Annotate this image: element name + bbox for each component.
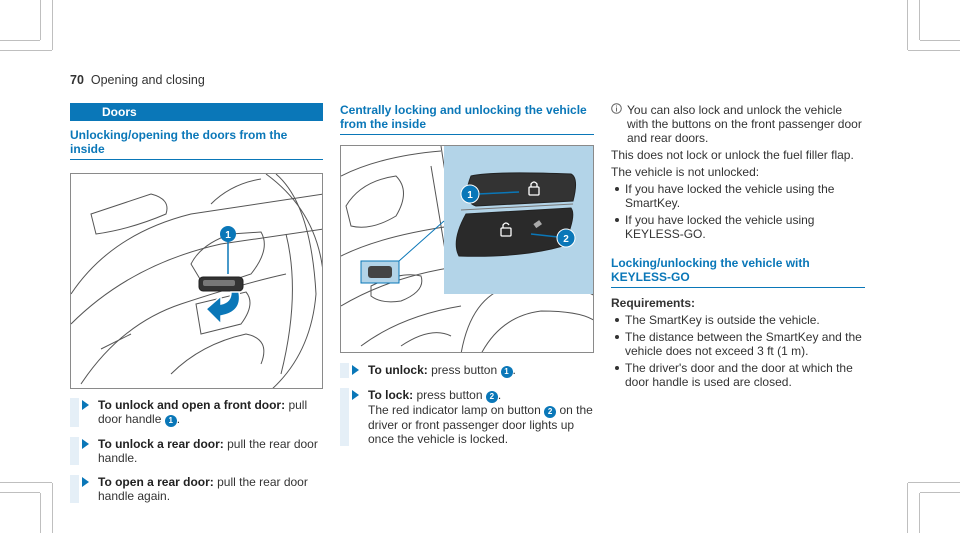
step-arrow-icon (82, 477, 89, 487)
crop-mark (0, 50, 52, 51)
page-header: 70 Opening and closing (70, 73, 205, 87)
step-open-rear-door: To open a rear door: pull the rear door … (70, 475, 323, 503)
fuel-flap-text: This does not lock or unlock the fuel fi… (611, 148, 854, 162)
crop-mark (920, 40, 960, 41)
list-item: If you have locked the vehicle using the… (611, 182, 865, 210)
crop-mark (907, 483, 908, 533)
section-bar-doors: Doors (70, 103, 323, 121)
crop-mark (0, 40, 40, 41)
door-handle-illustration: 1 (70, 173, 323, 389)
info-note: You can also lock and unlock the vehicle… (611, 103, 865, 145)
callout-1: 1 (467, 190, 473, 201)
step-lock: To lock: press button 2. The red indicat… (340, 388, 594, 446)
door-panel-drawing: 1 2 (341, 146, 593, 352)
page-number: 70 (70, 73, 84, 87)
heading-keyless-go: Locking/unlocking the vehicle with KEYLE… (611, 256, 865, 288)
callout-2: 2 (563, 234, 569, 245)
callout-badge: 2 (544, 406, 557, 418)
left-column: Doors Unlocking/opening the doors from t… (70, 103, 323, 513)
chapter-title: Opening and closing (90, 73, 205, 87)
note-text: You can also lock and unlock the vehicle… (627, 103, 862, 145)
middle-steps: To unlock: press button 1. To lock: pres… (340, 363, 594, 446)
central-locking-illustration: 1 2 (340, 145, 594, 353)
crop-mark (40, 493, 41, 533)
middle-column: Centrally locking and unlocking the vehi… (340, 103, 594, 456)
callout-badge: 1 (500, 366, 513, 378)
requirements-list: The SmartKey is outside the vehicle. The… (611, 313, 865, 389)
list-item: The driver's door and the door at which … (611, 361, 865, 389)
left-steps: To unlock and open a front door: pull do… (70, 398, 323, 503)
right-column: You can also lock and unlock the vehicle… (611, 103, 865, 392)
lock-closed-icon (528, 181, 540, 196)
crop-mark (52, 483, 53, 533)
crop-mark (908, 482, 960, 483)
callout-1: 1 (225, 230, 231, 241)
list-item: The SmartKey is outside the vehicle. (611, 313, 865, 327)
not-unlocked-text: The vehicle is not unlocked: (611, 165, 760, 179)
crop-mark (919, 493, 920, 533)
crop-mark (0, 492, 40, 493)
crop-mark (907, 0, 908, 50)
callout-badge: 1 (164, 415, 177, 427)
list-item: The distance between the SmartKey and th… (611, 330, 865, 358)
step-unlock-front-door: To unlock and open a front door: pull do… (70, 398, 323, 427)
step-unlock: To unlock: press button 1. (340, 363, 594, 378)
list-item: If you have locked the vehicle using KEY… (611, 213, 865, 241)
step-unlock-rear-door: To unlock a rear door: pull the rear doo… (70, 437, 323, 465)
crop-mark (52, 0, 53, 50)
crop-mark (919, 0, 920, 40)
heading-unlocking-doors-inside: Unlocking/opening the doors from the ins… (70, 128, 323, 160)
info-icon (611, 103, 622, 114)
callout-badge: 2 (485, 391, 498, 403)
crop-mark (908, 50, 960, 51)
crop-mark (40, 0, 41, 40)
crop-mark (920, 492, 960, 493)
requirements-label: Requirements: (611, 296, 696, 310)
step-arrow-icon (82, 439, 89, 449)
door-handle-drawing: 1 (71, 174, 322, 388)
step-arrow-icon (82, 400, 89, 410)
lock-open-icon (500, 222, 512, 237)
step-arrow-icon (352, 365, 359, 375)
step-arrow-icon (352, 390, 359, 400)
heading-central-locking: Centrally locking and unlocking the vehi… (340, 103, 594, 135)
not-unlocked-list: If you have locked the vehicle using the… (611, 182, 865, 241)
crop-mark (0, 482, 52, 483)
